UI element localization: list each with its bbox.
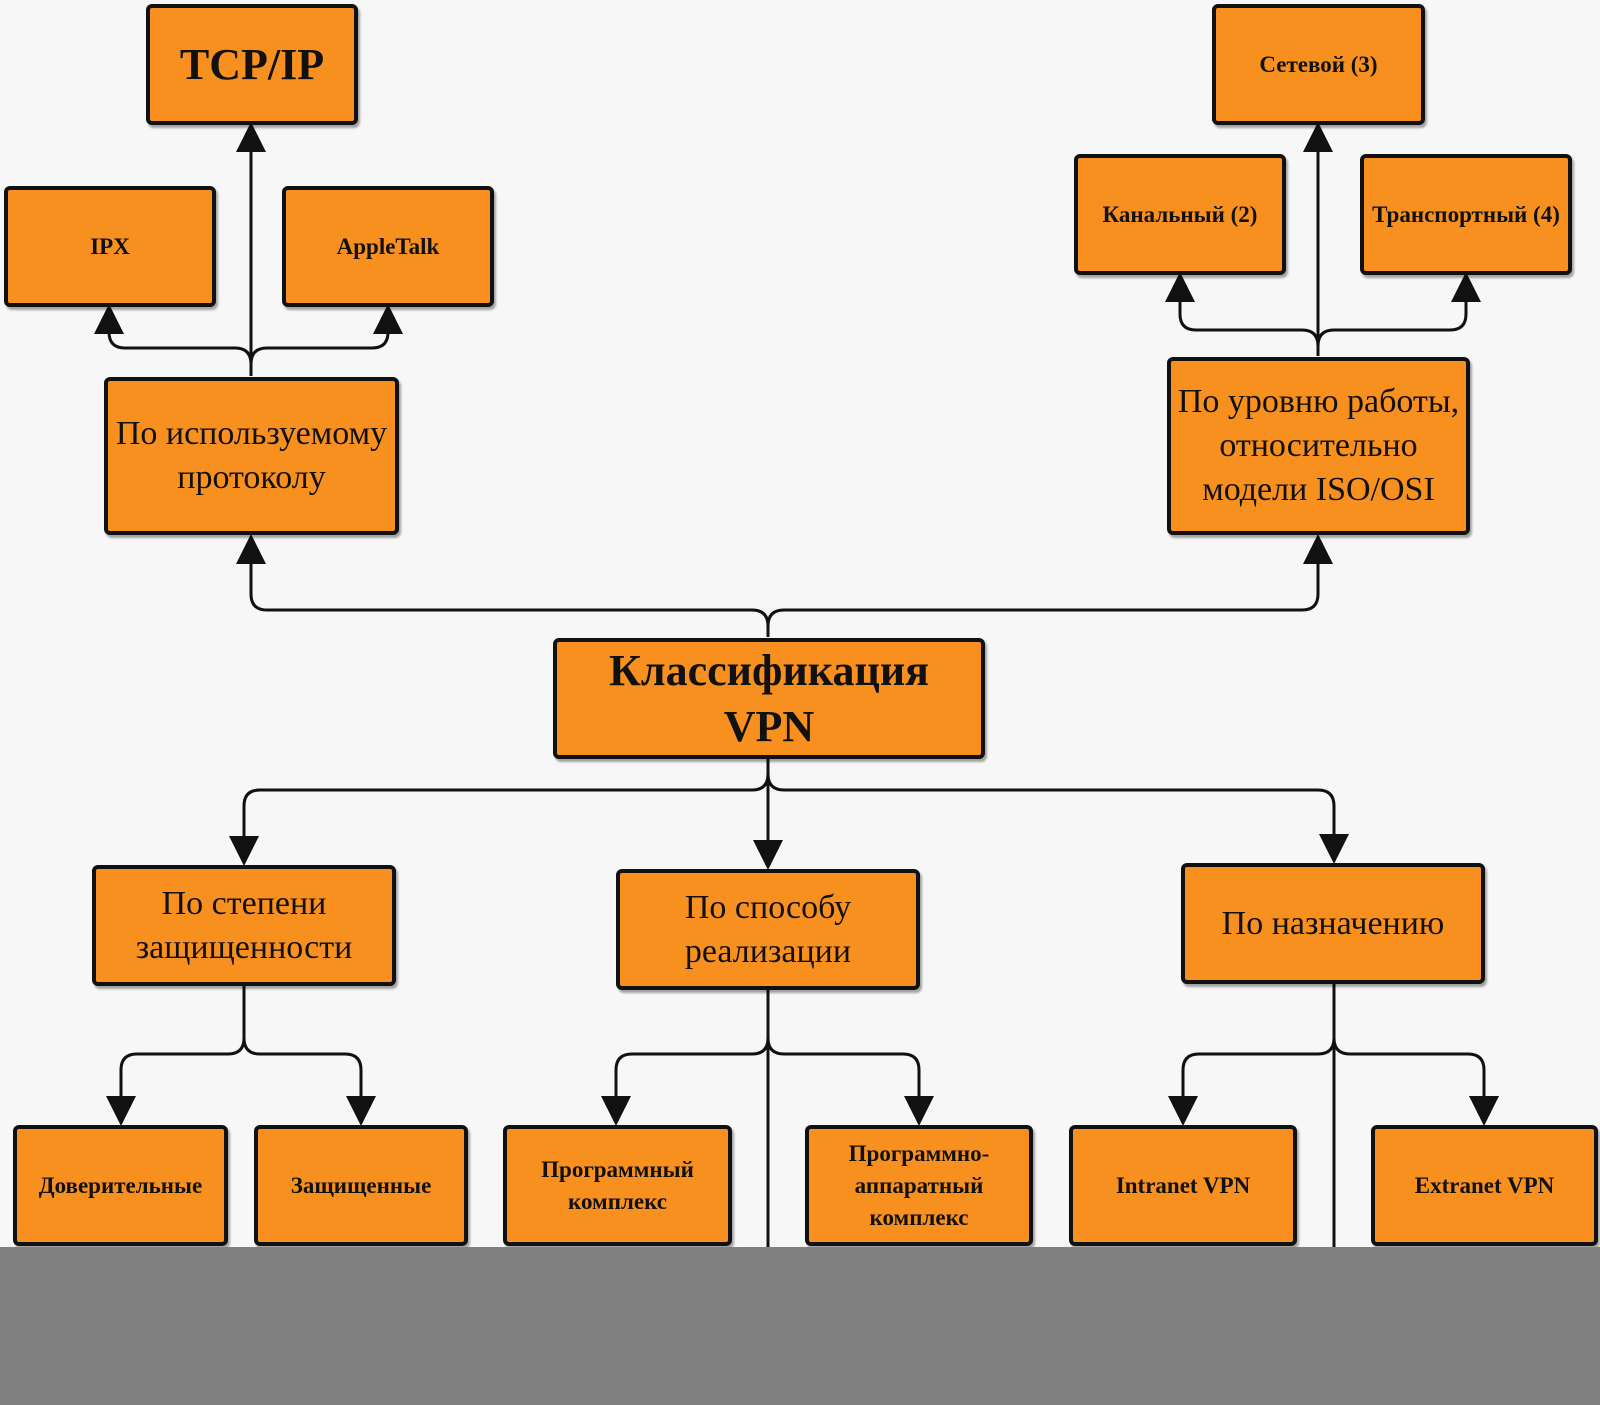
node-appletalk: AppleTalk (282, 186, 494, 307)
node-trusted: Доверительные (13, 1125, 228, 1246)
node-hardware-software-complex: Программно-аппаратный комплекс (805, 1125, 1033, 1246)
node-category-protocol: По используемому протоколу (104, 377, 399, 535)
node-ipx: IPX (4, 186, 216, 307)
connector-root-to-protocol (236, 534, 770, 637)
connector-protocol-to-ipx (94, 304, 253, 376)
connector-iso-to-transport (1316, 272, 1481, 347)
connector-root-to-purpose (766, 758, 1349, 864)
node-category-security: По степени защищенности (92, 865, 396, 986)
node-secured: Защищенные (254, 1125, 468, 1246)
node-datalink-layer: Канальный (2) (1074, 154, 1286, 275)
connector-security-to-secured (242, 1037, 376, 1126)
connector-purpose-to-extranet (1332, 1037, 1499, 1126)
connector-root-to-security (229, 758, 770, 866)
connector-purpose-to-intranet (1168, 982, 1336, 1126)
node-category-iso-level: По уровню работы, относительно модели IS… (1167, 357, 1470, 535)
node-category-implementation: По способу реализации (616, 869, 920, 990)
node-root-vpn-classification: Классификация VPN (553, 638, 985, 759)
connector-implementation-to-software (601, 988, 770, 1126)
connector-iso-to-datalink (1165, 272, 1320, 347)
node-network-layer: Сетевой (3) (1212, 4, 1425, 125)
connector-security-to-trusted (106, 985, 246, 1126)
node-tcpip: TCP/IP (146, 4, 358, 125)
bottom-gray-band (0, 1247, 1600, 1405)
node-transport-layer: Транспортный (4) (1360, 154, 1572, 275)
node-software-complex: Программный комплекс (503, 1125, 732, 1246)
node-extranet-vpn: Extranet VPN (1371, 1125, 1598, 1246)
connector-root-to-iso (766, 534, 1333, 637)
node-intranet-vpn: Intranet VPN (1069, 1125, 1297, 1246)
connector-implementation-to-hardware (766, 1037, 934, 1126)
connector-protocol-to-appletalk (249, 304, 403, 376)
node-category-purpose: По назначению (1181, 863, 1485, 984)
